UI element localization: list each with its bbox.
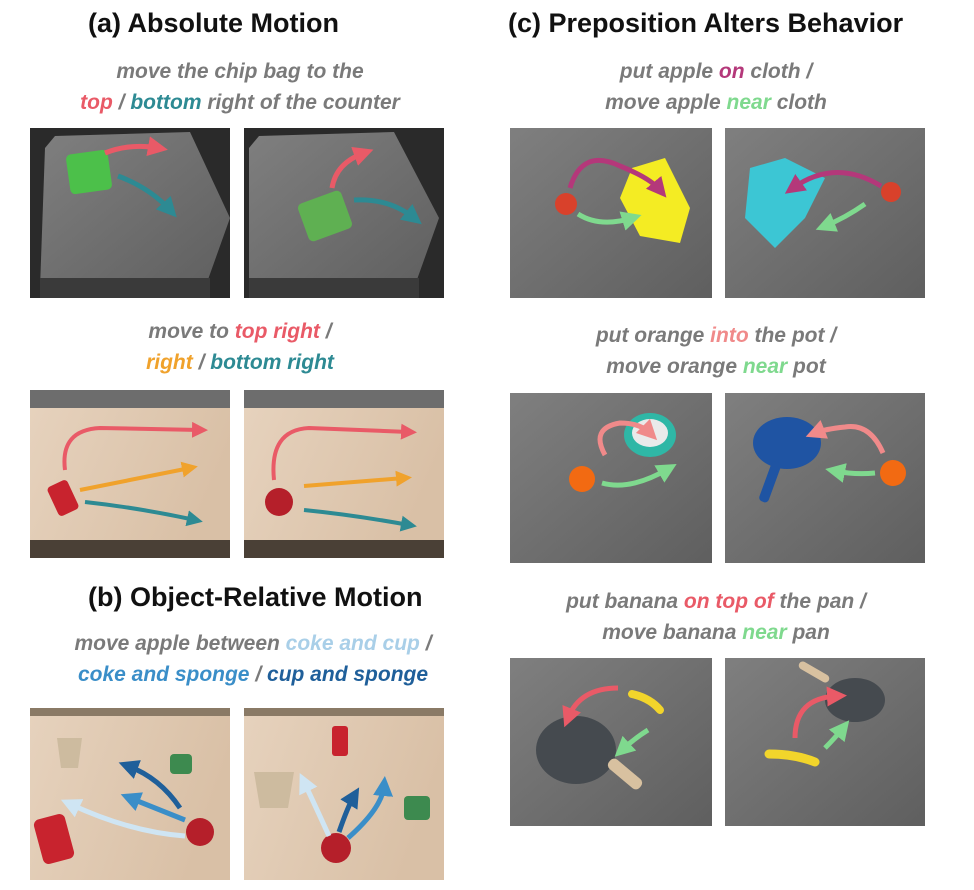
section-c-caption-2: put orange into the pot / move orange ne… <box>508 320 924 382</box>
photo-between-2 <box>244 708 444 880</box>
section-c-title: (c) Preposition Alters Behavior <box>508 8 904 38</box>
section-a-caption-2: move to top right / right / bottom right <box>30 316 450 378</box>
section-b-caption: move apple between coke and cup / coke a… <box>18 628 488 690</box>
caption-post: pan <box>786 621 830 644</box>
photo-banana-pan-2 <box>725 658 925 826</box>
caption-line: put banana on top of the pan / <box>508 586 924 617</box>
caption-line: coke and sponge / cup and sponge <box>18 659 488 690</box>
photo-chipbag-bottom <box>244 128 444 298</box>
kw-near: near <box>726 91 771 114</box>
kw-cup-and-sponge: cup and sponge <box>267 663 429 686</box>
caption-pre: move apple between <box>74 632 286 655</box>
caption-pre: move to <box>148 320 235 343</box>
kw-right: right <box>146 351 193 374</box>
caption-pre: move apple <box>605 91 727 114</box>
caption-post: pot <box>787 355 826 378</box>
photo-orange-pot-1 <box>510 393 712 563</box>
section-b-title: (b) Object-Relative Motion <box>88 582 423 612</box>
kw-coke-and-sponge: coke and sponge <box>77 663 250 686</box>
caption-line: move apple near cloth <box>508 87 924 118</box>
caption-post: / <box>419 632 432 655</box>
kw-top: top <box>80 91 113 114</box>
sep: / <box>249 663 268 686</box>
photo-chipbag-top <box>30 128 230 298</box>
caption-line: move apple between coke and cup / <box>18 628 488 659</box>
photo-orange-pot-2 <box>725 393 925 563</box>
photo-apple-cloth-1 <box>510 128 712 298</box>
kw-on-top-of: on top of <box>683 590 774 613</box>
caption-pre: put orange <box>595 324 711 347</box>
caption-post: the pot / <box>748 324 837 347</box>
caption-post: the pan / <box>773 590 866 613</box>
caption-pre: move orange <box>606 355 743 378</box>
kw-into: into <box>710 324 749 347</box>
kw-top-right: top right <box>234 320 320 343</box>
caption-pre: put banana <box>566 590 684 613</box>
photo-apple-cloth-2 <box>725 128 925 298</box>
sep: / <box>192 351 211 374</box>
caption-line: put apple on cloth / <box>508 56 924 87</box>
caption-line: top / bottom right of the counter <box>30 87 450 118</box>
kw-near: near <box>742 355 788 378</box>
caption-pre: move banana <box>602 621 743 644</box>
caption-post: / <box>319 320 332 343</box>
sep: / <box>112 91 131 114</box>
caption-line: move the chip bag to the <box>116 60 364 83</box>
photo-between-1 <box>30 708 230 880</box>
photo-banana-pan-1 <box>510 658 712 826</box>
section-c-caption-1: put apple on cloth / move apple near clo… <box>508 56 924 118</box>
caption-post: cloth <box>770 91 827 114</box>
photo-coke-table <box>30 390 230 558</box>
section-c-caption-3: put banana on top of the pan / move bana… <box>508 586 924 648</box>
kw-coke-and-cup: coke and cup <box>285 632 420 655</box>
caption-post: cloth / <box>744 60 813 83</box>
section-a-caption-1: move the chip bag to the top / bottom ri… <box>30 56 450 118</box>
caption-line: move orange near pot <box>508 351 924 382</box>
kw-bottom-right: bottom right <box>210 351 334 374</box>
photo-apple-table <box>244 390 444 558</box>
caption-line: put orange into the pot / <box>508 320 924 351</box>
caption-rest: right of the counter <box>201 91 400 114</box>
kw-on: on <box>718 60 745 83</box>
caption-line: move banana near pan <box>508 617 924 648</box>
caption-line: right / bottom right <box>30 347 450 378</box>
section-a-title: (a) Absolute Motion <box>88 8 339 38</box>
kw-bottom: bottom <box>130 91 202 114</box>
caption-pre: put apple <box>619 60 719 83</box>
kw-near: near <box>742 621 787 644</box>
caption-line: move to top right / <box>30 316 450 347</box>
